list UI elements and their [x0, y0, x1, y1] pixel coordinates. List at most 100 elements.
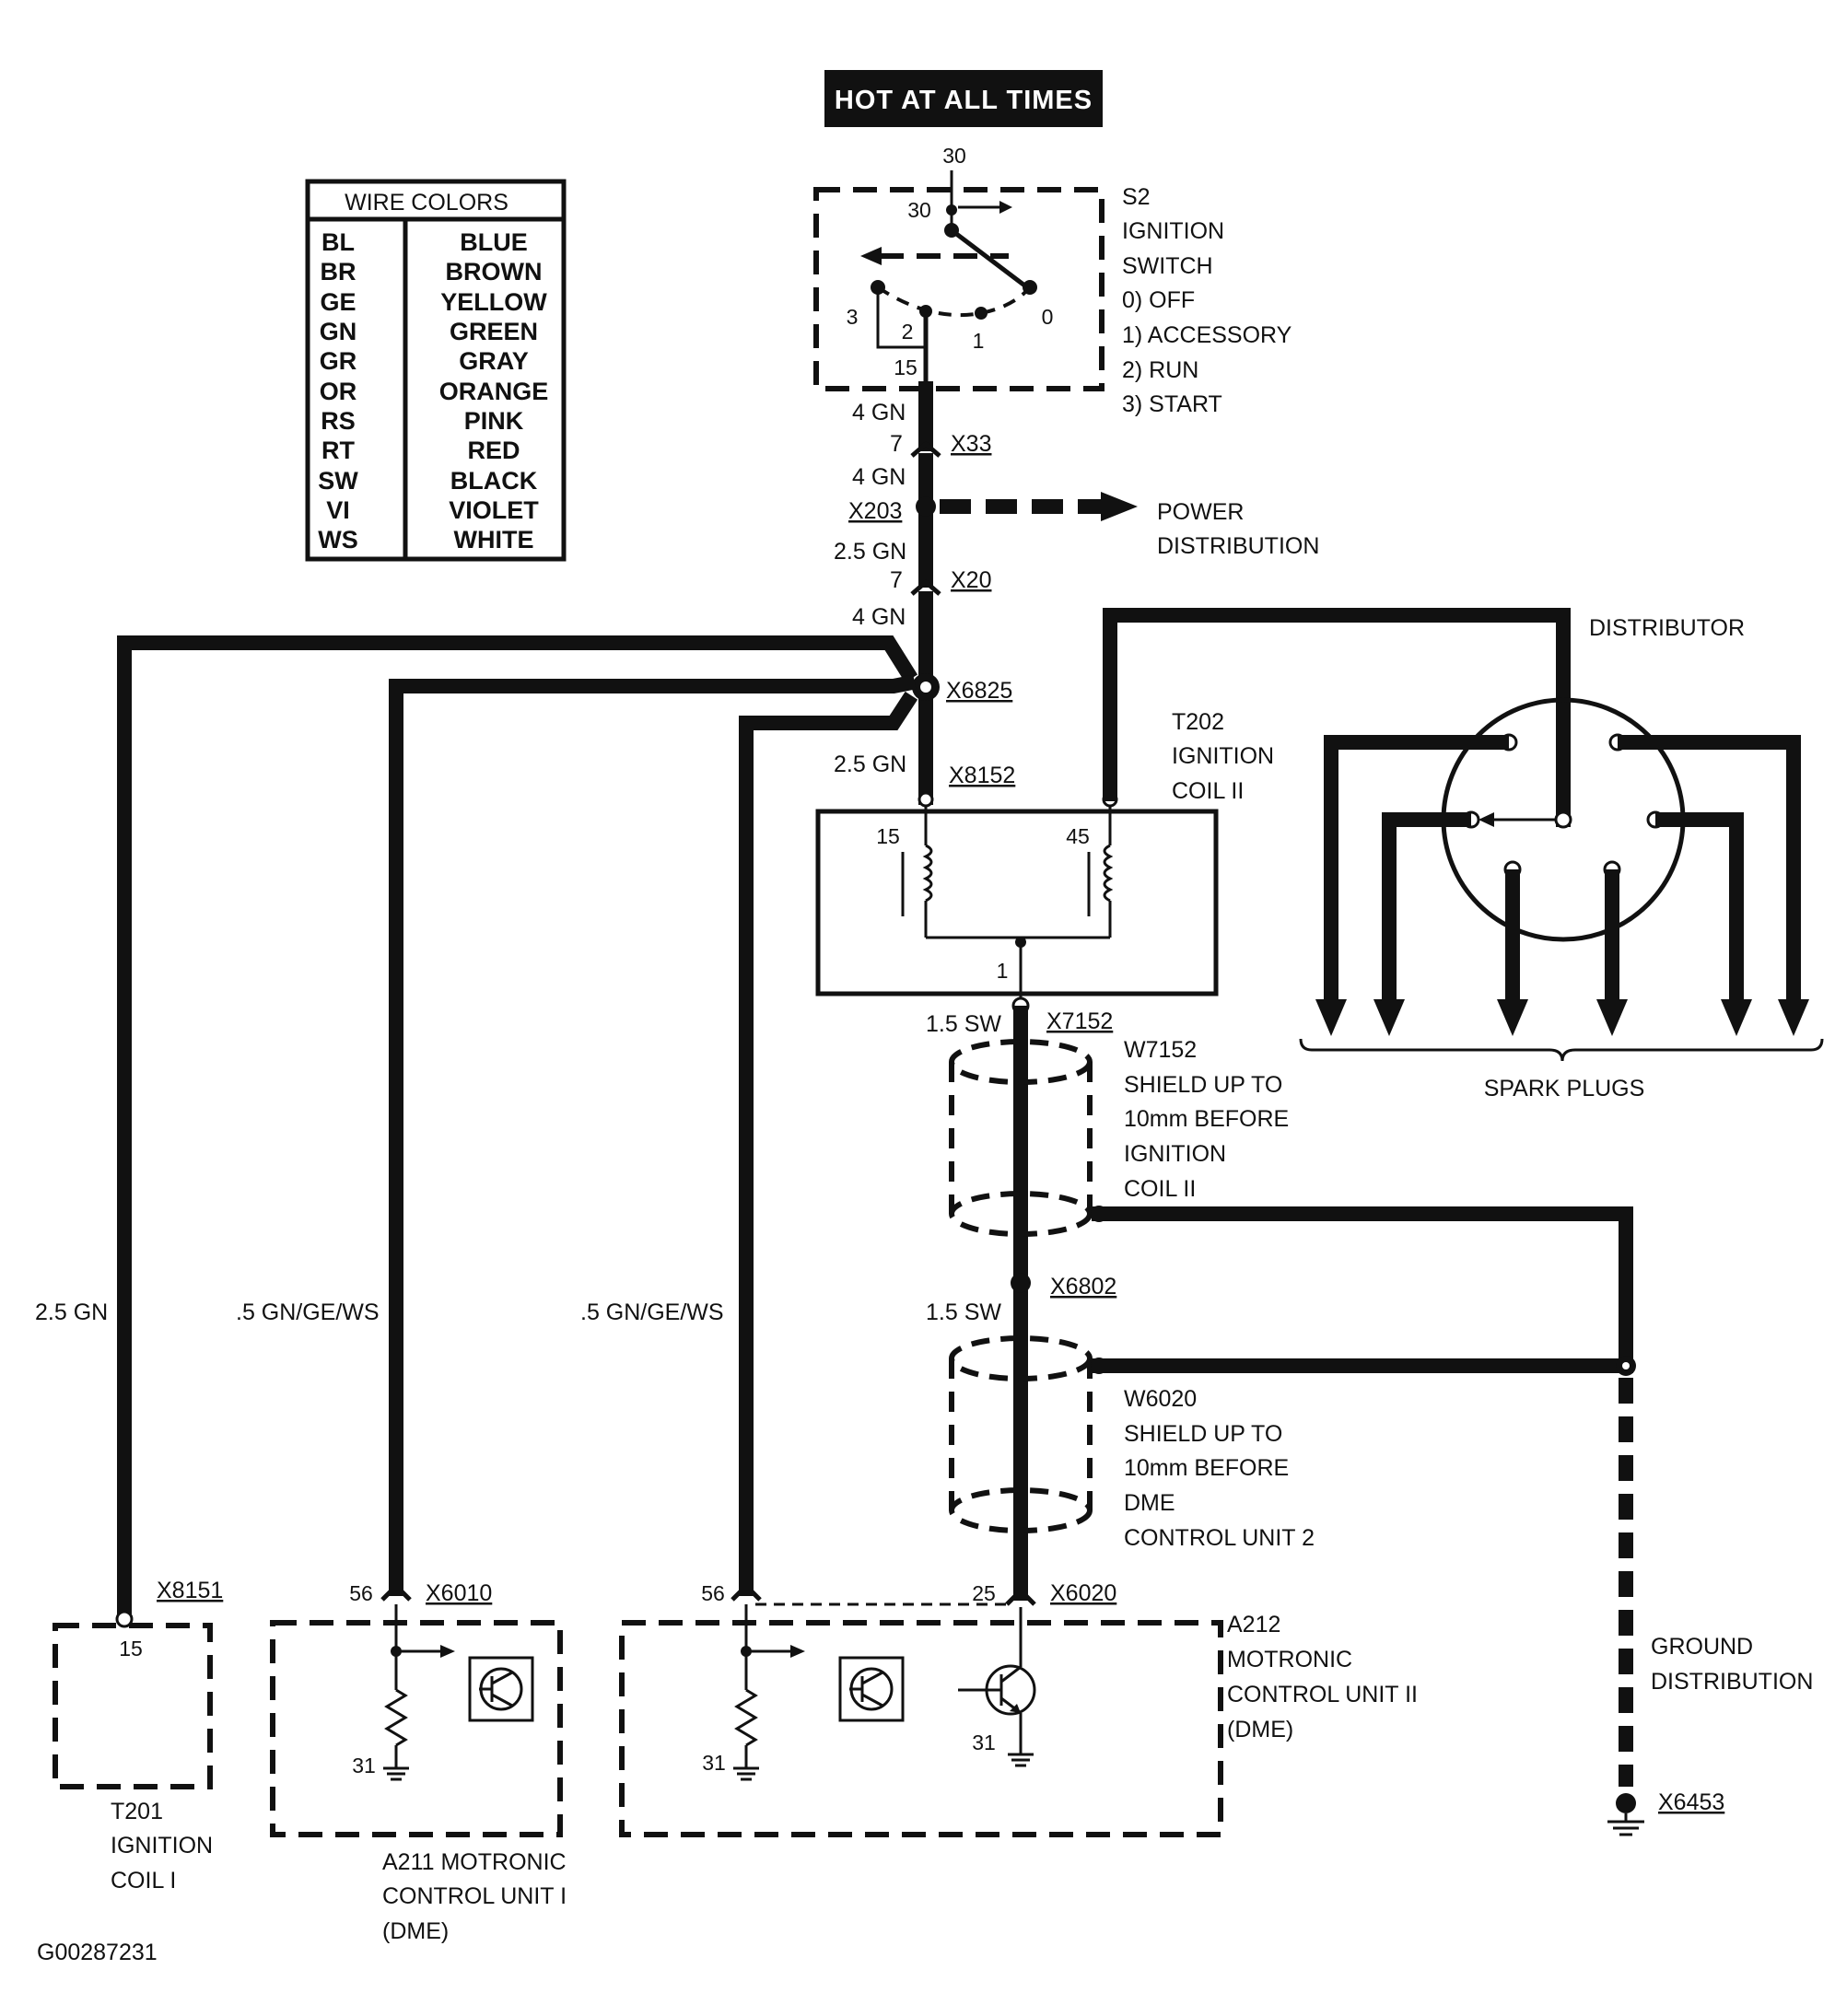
wire-label: 1.5 SW	[926, 1299, 1001, 1325]
shield1-label-line: SHIELD UP TO	[1124, 1072, 1282, 1098]
wire-label: .5 GN/GE/WS	[580, 1299, 724, 1325]
wire-label: 1.5 SW	[926, 1011, 1001, 1037]
a212-pin-31-b: 31	[972, 1730, 996, 1754]
shield1-label-line: IGNITION	[1124, 1141, 1226, 1167]
coil1-pin-15: 15	[119, 1637, 143, 1661]
x8151-label: X8151	[157, 1578, 223, 1603]
a212-control-unit: 56 25 X6020 31 31 A212 MOTRONIC CONTROL …	[619, 1580, 1418, 1837]
shield2-label-line: SHIELD UP TO	[1124, 1421, 1282, 1447]
a212-label-line: (DME)	[1227, 1717, 1293, 1742]
coil2-pin-15: 15	[876, 824, 900, 848]
shield1-label-line: W7152	[1124, 1037, 1197, 1063]
a211-label-line: (DME)	[382, 1918, 449, 1944]
wire-color-name: PINK	[464, 407, 524, 435]
x20-pin-label: 7	[890, 567, 903, 593]
wire-code: OR	[320, 378, 357, 405]
wire-label: 4 GN	[852, 464, 906, 490]
wire-color-name: GRAY	[459, 347, 529, 375]
spark-plugs-label: SPARK PLUGS	[1484, 1076, 1645, 1101]
a212-pin-31-a: 31	[702, 1751, 726, 1775]
main-feed-wire: 4 GN 7 X33 4 GN X203 2.5 GN 7 X20 4 GN X…	[834, 381, 1015, 808]
wire-label: 2.5 GN	[834, 539, 906, 565]
wire-color-name: BLACK	[450, 467, 538, 495]
wire-color-name: RED	[467, 437, 520, 464]
ground-distribution: GROUND DISTRIBUTION X6453	[1607, 1378, 1813, 1836]
wire-color-name: ORANGE	[439, 378, 549, 405]
switch-label-line: 3) START	[1122, 391, 1222, 417]
switch-label-line: S2	[1122, 184, 1151, 210]
coil2-label-line: COIL II	[1172, 778, 1244, 804]
wire-code: WS	[318, 526, 358, 554]
ground-distribution-label: GROUND	[1651, 1634, 1753, 1660]
figure-id: G00287231	[37, 1940, 158, 1965]
distributor-label: DISTRIBUTOR	[1589, 615, 1745, 641]
x6020-label: X6020	[1050, 1580, 1116, 1606]
ignition-switch: 30 30 3 2 1 0 15 S2 IGNITION SWITCH 0) O…	[813, 144, 1292, 417]
x33-pin-label: 7	[890, 431, 903, 457]
x6010-label: X6010	[426, 1580, 492, 1606]
a211-label-line: A211 MOTRONIC	[382, 1849, 567, 1875]
header-title: HOT AT ALL TIMES	[835, 86, 1093, 115]
switch-pin-30-inner: 30	[907, 198, 931, 222]
x203-label: X203	[848, 498, 902, 524]
wire-label: 4 GN	[852, 400, 906, 425]
switch-label-line: IGNITION	[1122, 218, 1224, 244]
coil2-label-line: IGNITION	[1172, 743, 1274, 769]
switch-pin-3: 3	[847, 305, 859, 329]
coil1-label-line: IGNITION	[111, 1833, 213, 1859]
a211-pin-31: 31	[352, 1754, 376, 1777]
shield2-label-line: CONTROL UNIT 2	[1124, 1525, 1315, 1551]
switch-label-line: 1) ACCESSORY	[1122, 322, 1292, 348]
distributor: DISTRIBUTOR SPARK PLUGS	[1103, 608, 1824, 1101]
x33-label: X33	[951, 431, 991, 457]
wire-label: 4 GN	[852, 604, 906, 630]
x20-label: X20	[951, 567, 991, 593]
switch-pin-0: 0	[1042, 305, 1054, 329]
coil1-label-line: T201	[111, 1799, 163, 1824]
wire-code: BL	[321, 228, 355, 256]
wire-code: GE	[320, 288, 356, 316]
wire-colors-legend: WIRE COLORS BL BLUE BR BROWN GE YELLOW G…	[305, 179, 567, 562]
switch-pin-30-top: 30	[942, 144, 966, 168]
switch-pin-1: 1	[973, 329, 985, 353]
wire-code: VI	[326, 496, 350, 524]
wire-code: GR	[320, 347, 357, 375]
power-distribution-label: DISTRIBUTION	[1157, 533, 1319, 559]
wire-code: GN	[320, 318, 357, 345]
wire-label: 2.5 GN	[834, 752, 906, 777]
shielded-harness: 1.5 SW X7152 X6802 1.5 SW W7152 SHIELD U…	[926, 996, 1636, 1606]
switch-label-line: 2) RUN	[1122, 357, 1198, 383]
shield2-label-line: W6020	[1124, 1386, 1197, 1412]
coil2-pin-1: 1	[997, 959, 1009, 983]
wire-color-name: WHITE	[454, 526, 534, 554]
power-distribution-label: POWER	[1157, 499, 1244, 525]
wire-label: .5 GN/GE/WS	[236, 1299, 380, 1325]
a212-label-line: A212	[1227, 1612, 1280, 1637]
branch-wires: 2.5 GN .5 GN/GE/WS .5 GN/GE/WS	[35, 635, 918, 1619]
switch-label-line: 0) OFF	[1122, 287, 1195, 313]
ignition-coil-1: 15 X8151 T201 IGNITION COIL I	[53, 1578, 223, 1894]
wire-code: RS	[321, 407, 356, 435]
a212-pin-25: 25	[972, 1581, 996, 1605]
ground-distribution-label: DISTRIBUTION	[1651, 1669, 1813, 1695]
x6802-label: X6802	[1050, 1274, 1116, 1299]
wire-code: BR	[321, 258, 356, 286]
wire-code: RT	[321, 437, 355, 464]
a212-label-line: MOTRONIC	[1227, 1647, 1352, 1672]
x7152-label: X7152	[1046, 1008, 1113, 1034]
shield1-label-line: 10mm BEFORE	[1124, 1106, 1289, 1132]
shield1-label-line: COIL II	[1124, 1176, 1196, 1202]
wire-label: 2.5 GN	[35, 1299, 108, 1325]
coil2-pin-45: 45	[1066, 824, 1090, 848]
a211-control-unit: 56 X6010 31 A211 MOTRONIC CONTROL UNIT I…	[270, 1580, 567, 1944]
switch-pin-2: 2	[902, 320, 914, 344]
coil1-label-line: COIL I	[111, 1868, 176, 1894]
coil2-label-line: T202	[1172, 709, 1224, 735]
switch-pin-15: 15	[894, 355, 918, 379]
wire-color-name: YELLOW	[440, 288, 547, 316]
wire-color-name: BLUE	[460, 228, 528, 256]
header-banner: HOT AT ALL TIMES	[824, 70, 1103, 127]
x8152-label: X8152	[949, 763, 1015, 788]
